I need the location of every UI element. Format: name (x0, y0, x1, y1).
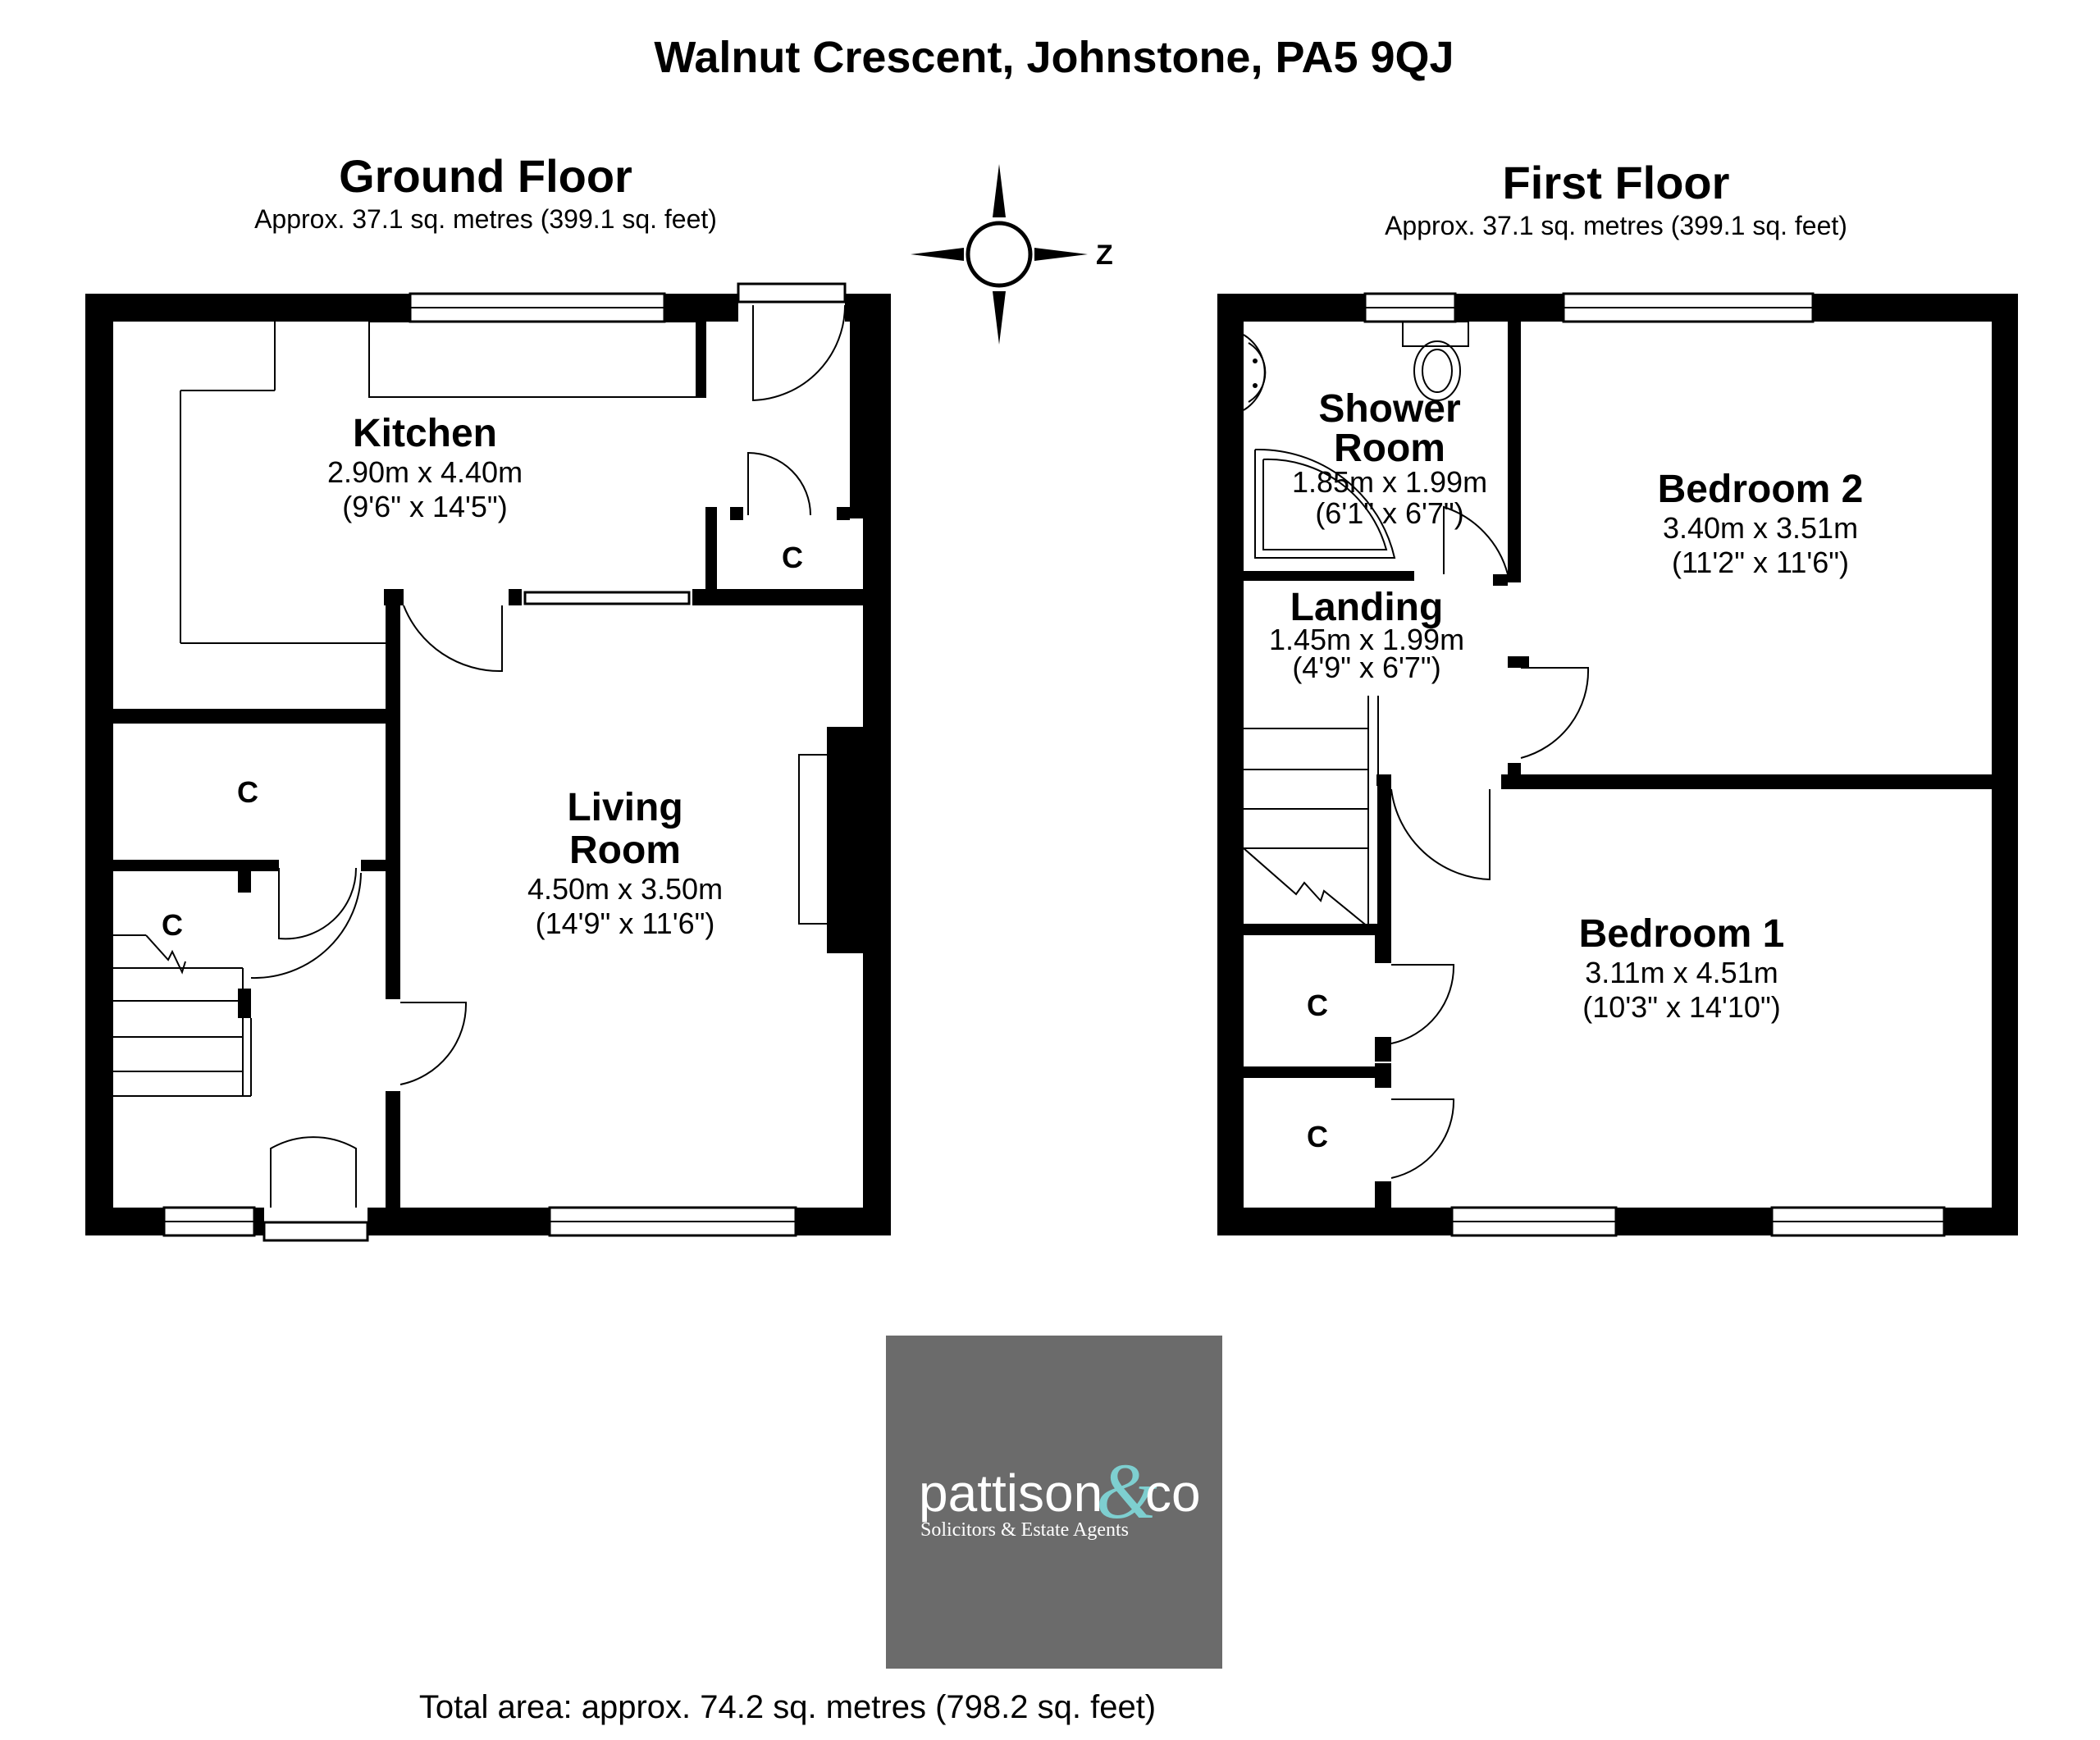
compass-label: Z (1096, 240, 1113, 271)
ground-floor-area: Approx. 37.1 sq. metres (399.1 sq. feet) (254, 204, 717, 234)
kitchen-imperial: (9'6" x 14'5") (342, 490, 507, 523)
bedroom-1-name: Bedroom 1 (1579, 912, 1785, 956)
bedroom-2-metric: 3.40m x 3.51m (1663, 511, 1858, 545)
first-floor-area: Approx. 37.1 sq. metres (399.1 sq. feet) (1385, 211, 1847, 240)
living-room-metric: 4.50m x 3.50m (527, 872, 723, 906)
first-floor-title: First Floor (1503, 157, 1730, 208)
shower-room-name-line2: Room (1334, 427, 1445, 470)
pattison-logo: pattison & co Solicitors & Estate Agents (886, 1336, 1222, 1669)
cupboard-stairs-label: C (162, 908, 183, 942)
first-floor-plan (1217, 292, 2018, 1237)
landing-metric: 1.45m x 1.99m (1269, 623, 1464, 656)
bedroom-1-metric: 3.11m x 4.51m (1585, 956, 1778, 989)
bedroom-2-name: Bedroom 2 (1658, 468, 1864, 511)
cupboard-1-label: C (1307, 989, 1328, 1022)
shower-room-imperial: (6'1" x 6'7") (1315, 496, 1463, 530)
living-room-imperial: (14'9" x 11'6") (536, 907, 715, 940)
ground-floor-title: Ground Floor (339, 150, 632, 202)
kitchen-metric: 2.90m x 4.40m (327, 455, 523, 489)
total-area: Total area: approx. 74.2 sq. metres (798… (419, 1689, 1156, 1725)
cupboard-2-label: C (1307, 1120, 1328, 1153)
bedroom-1-imperial: (10'3" x 14'10") (1582, 990, 1780, 1024)
landing-name: Landing (1290, 586, 1444, 629)
living-room-name-line2: Room (569, 829, 681, 872)
kitchen-name: Kitchen (353, 412, 497, 455)
bedroom-2-imperial: (11'2" x 11'6") (1672, 546, 1849, 579)
living-room-name-line1: Living (567, 786, 682, 829)
logo-ampersand: & (1096, 1447, 1157, 1535)
cupboard-hall-label: C (237, 775, 258, 809)
landing-imperial: (4'9" x 6'7") (1292, 651, 1440, 684)
property-title: Walnut Crescent, Johnstone, PA5 9QJ (654, 33, 1454, 82)
logo-tagline: Solicitors & Estate Agents (920, 1519, 1129, 1541)
shower-room-name-line1: Shower (1318, 387, 1460, 431)
logo-brand-end: co (1145, 1464, 1201, 1523)
cupboard-kitchen-label: C (782, 541, 803, 574)
compass-icon (911, 164, 1088, 345)
logo-brand: pattison (919, 1464, 1102, 1523)
shower-room-metric: 1.85m x 1.99m (1292, 465, 1487, 499)
ground-floor-plan (85, 282, 891, 1242)
